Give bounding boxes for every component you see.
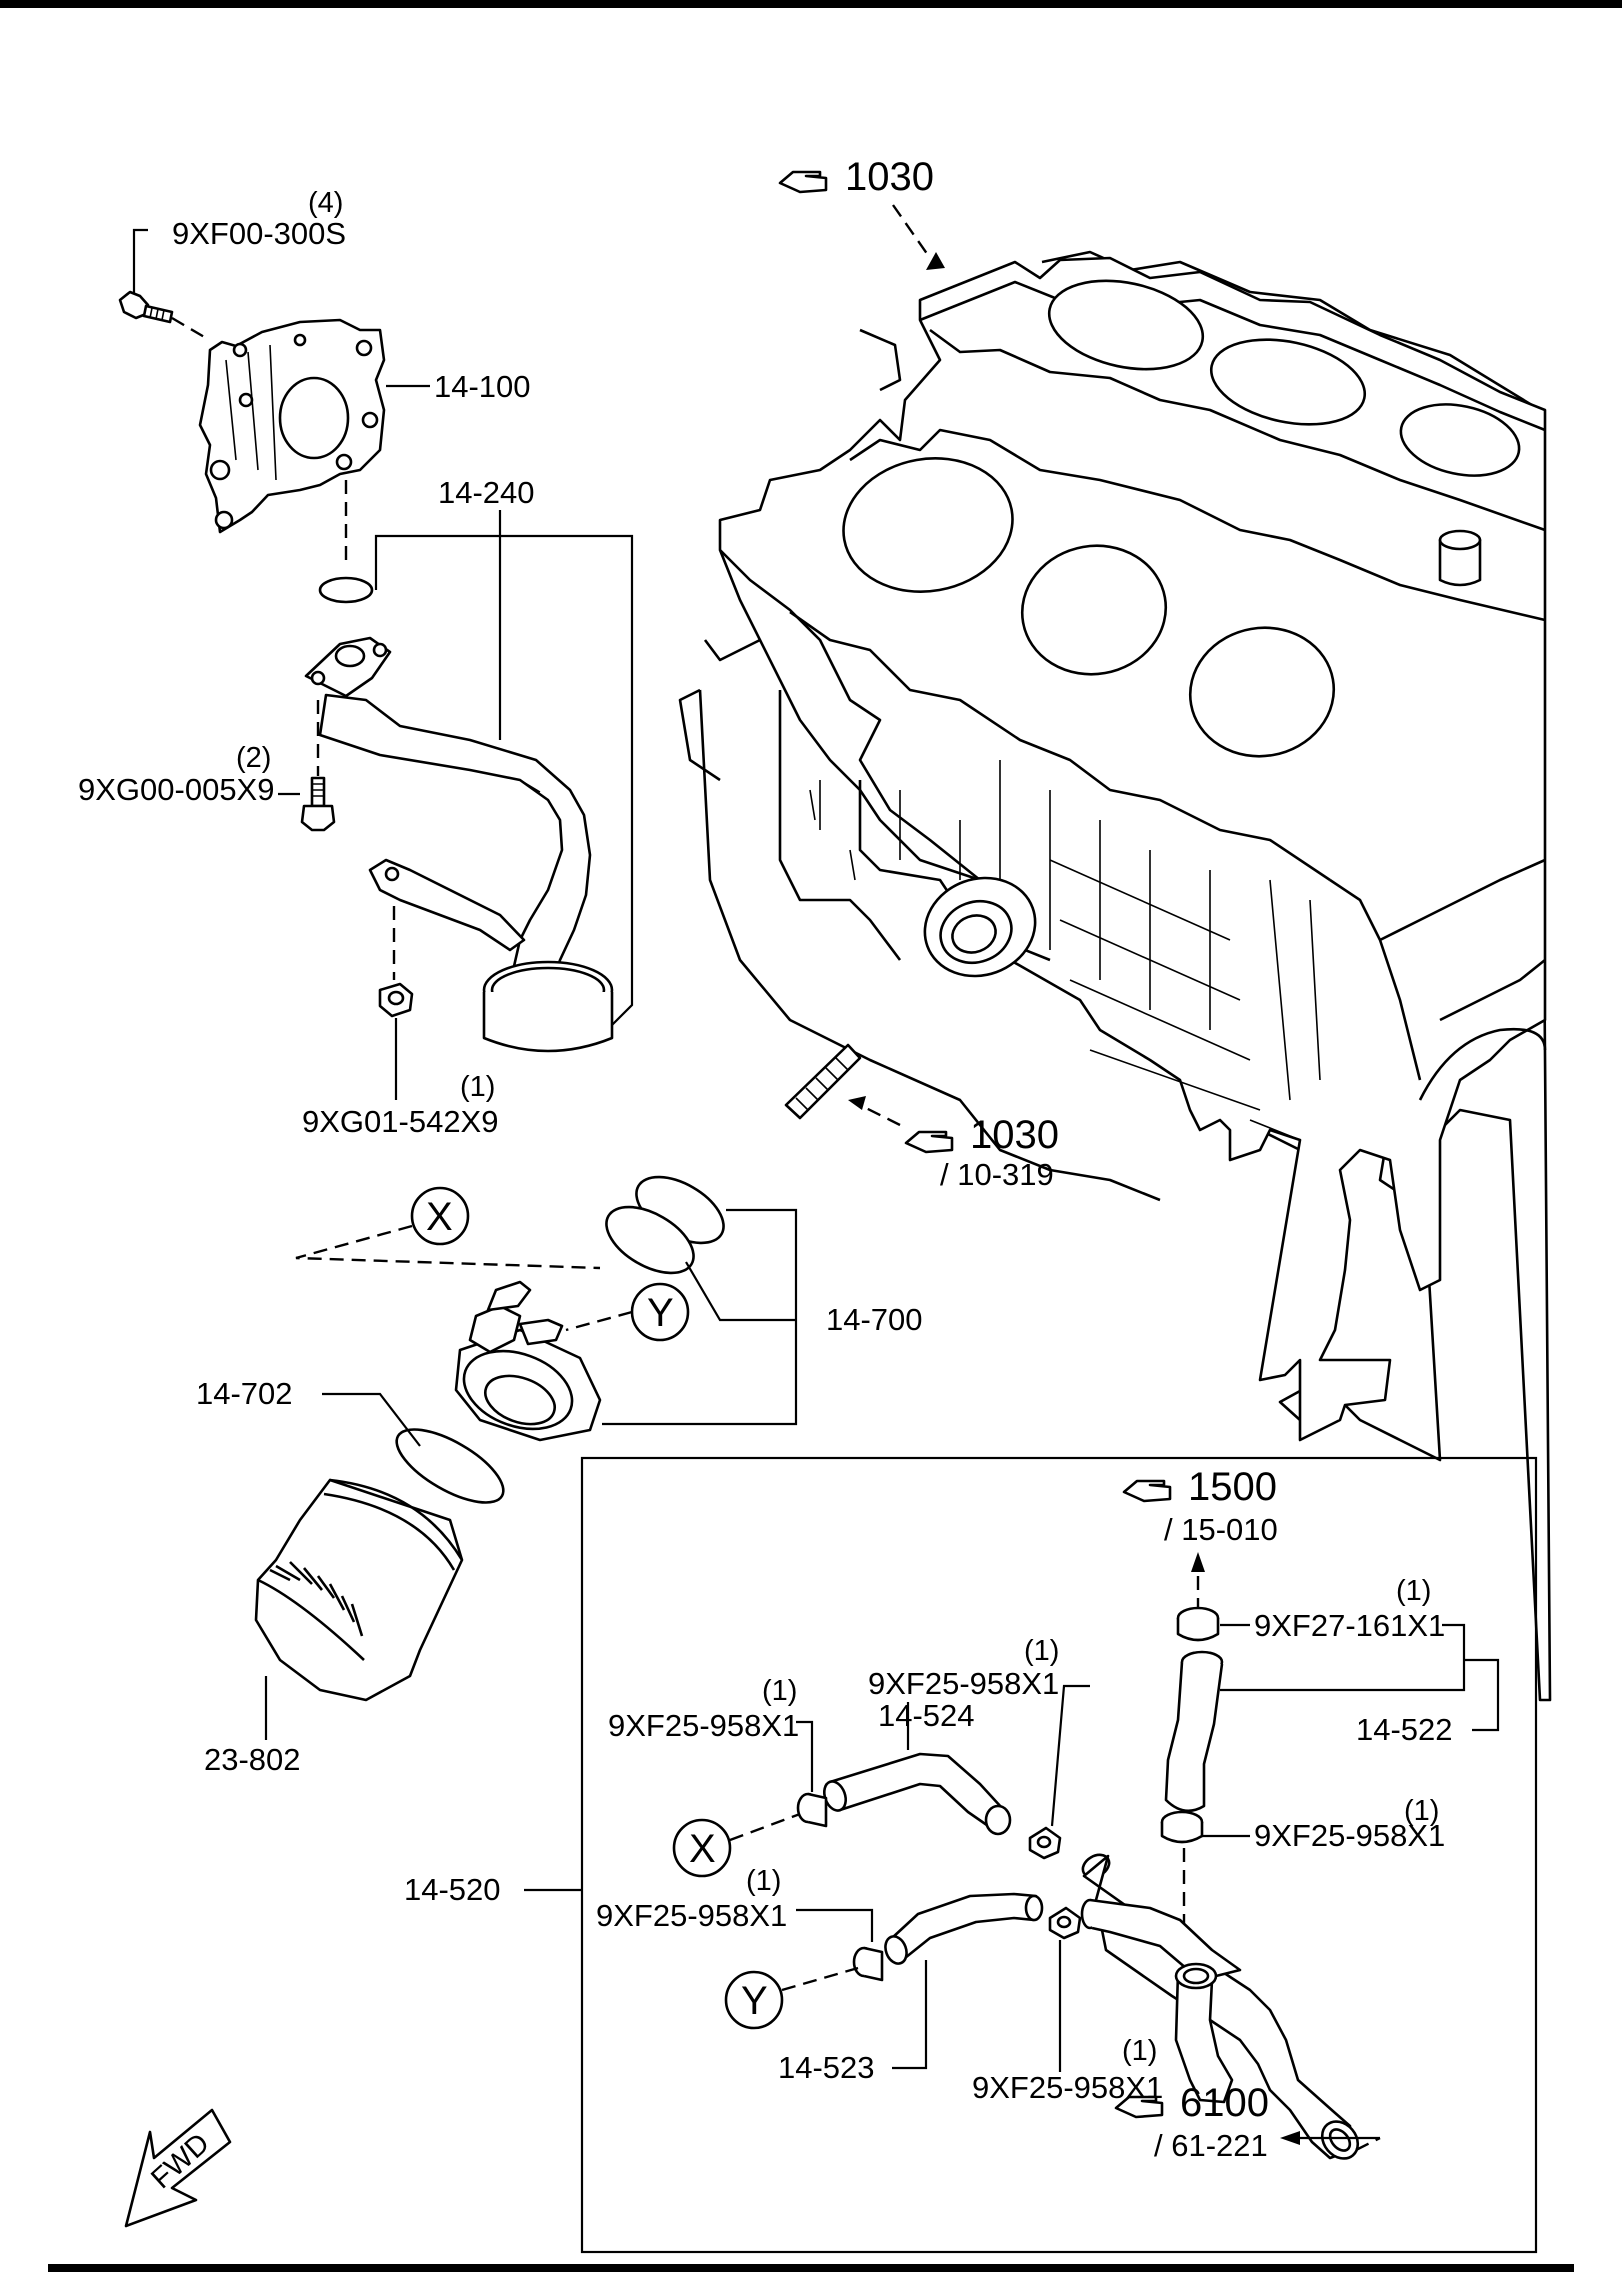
hose-522-label: 14-522 [1356, 1712, 1453, 1747]
clamp-f-qty: (1) [1122, 2035, 1157, 2067]
stud-bolt [784, 1043, 862, 1120]
bore-top-3 [1399, 403, 1521, 477]
oil-cooler-group [454, 1175, 725, 1442]
gasket-label: 14-702 [196, 1376, 293, 1411]
oil-filter-label: 23-802 [204, 1742, 301, 1777]
bottom-border [48, 2264, 1574, 2272]
marker-x-upper: X [426, 1195, 453, 1239]
hose-assy-label: 14-520 [404, 1872, 501, 1907]
cooler-o-ring-2 [605, 1205, 695, 1275]
clamp-b-label: 9XF25-958X1 [1254, 1818, 1445, 1853]
hose-522 [1164, 1650, 1224, 1813]
nut-qty: (1) [460, 1071, 495, 1103]
clamp-mid-upper [1028, 1826, 1062, 1860]
block-references: 1030 1030 / 10-319 [778, 155, 1059, 1192]
water-pipe [1080, 1853, 1360, 2160]
hand-pointer-icon [778, 170, 828, 194]
ref-block-top: 1030 [845, 155, 934, 199]
hand-pointer-icon-4 [1114, 2095, 1164, 2119]
ref-1500: 1500 [1188, 1465, 1277, 1509]
strainer-bolt [300, 776, 336, 832]
marker-y-circle-inset [724, 1970, 784, 2030]
clamp-e-qty: (1) [746, 1865, 781, 1897]
bolt-strainer-qty: (2) [236, 742, 271, 774]
hand-pointer-icon-3 [1122, 1479, 1172, 1503]
clamp-e-label: 9XF25-958X1 [596, 1898, 787, 1933]
marker-x-circle-inset [672, 1818, 732, 1878]
clamp-upper [1176, 1606, 1220, 1642]
bore-front-3 [1188, 626, 1336, 758]
hand-pointer-icon-2 [904, 1130, 954, 1154]
hose-524 [822, 1752, 1012, 1836]
clamp-d-qty: (1) [1024, 1635, 1059, 1667]
clamp-a-label: 9XF27-161X1 [1254, 1608, 1445, 1643]
top-border [0, 0, 1622, 8]
ref-stud-page: / 10-319 [940, 1157, 1054, 1192]
ref-6100-page: / 61-221 [1154, 2128, 1268, 2163]
cover-label: 14-100 [434, 369, 531, 404]
clamp-d-label: 9XF25-958X1 [868, 1666, 1059, 1701]
cover-bore [278, 376, 350, 460]
strainer-label: 14-240 [438, 475, 535, 510]
cylinder-block [678, 250, 1552, 1702]
hose-inset-frame [580, 1456, 1538, 2254]
clamp-left-upper [796, 1792, 828, 1828]
hose-523-label: 14-523 [778, 2050, 875, 2085]
clamp-a-qty: (1) [1396, 1575, 1431, 1607]
oil-pump-cover [198, 318, 386, 534]
bolt-cover-qty: (4) [308, 187, 343, 219]
clamp-c-label: 9XF25-958X1 [608, 1708, 799, 1743]
clamp-left-lower [852, 1946, 884, 1982]
clamp-mid-lower [1048, 1906, 1082, 1940]
forward-direction-indicator: FWD [124, 2108, 232, 2228]
cover-bolt [118, 290, 174, 324]
ref-1500-page: / 15-010 [1164, 1512, 1278, 1547]
clamp-mid-right [1160, 1810, 1204, 1844]
clamp-c-qty: (1) [762, 1675, 797, 1707]
bore-front-2 [1020, 544, 1168, 676]
marker-x-inset: X [689, 1827, 716, 1871]
bore-top-2 [1209, 338, 1367, 426]
filter-gasket [395, 1428, 505, 1504]
bore-top-1 [1047, 279, 1205, 371]
o-ring [318, 576, 374, 604]
oil-cooler-label: 14-700 [826, 1302, 923, 1337]
ref-6100: 6100 [1180, 2081, 1269, 2125]
nut-label: 9XG01-542X9 [302, 1104, 498, 1139]
oil-filter [254, 1478, 464, 1702]
hose-524-label: 14-524 [878, 1698, 975, 1733]
bolt-strainer-label: 9XG00-005X9 [78, 772, 274, 807]
ref-stud: 1030 [970, 1113, 1059, 1157]
strainer-bracket [368, 858, 526, 952]
bore-front-1 [842, 457, 1014, 593]
clamp-b-qty: (1) [1404, 1795, 1439, 1827]
marker-y-upper: Y [647, 1291, 674, 1335]
strainer-nut [378, 982, 414, 1018]
marker-x-circle-upper [410, 1186, 470, 1246]
oil-strainer [304, 576, 614, 1053]
hose-523 [884, 1892, 1044, 1965]
marker-y-inset: Y [741, 1979, 768, 2023]
bolt-cover-label: 9XF00-300S [172, 216, 346, 251]
